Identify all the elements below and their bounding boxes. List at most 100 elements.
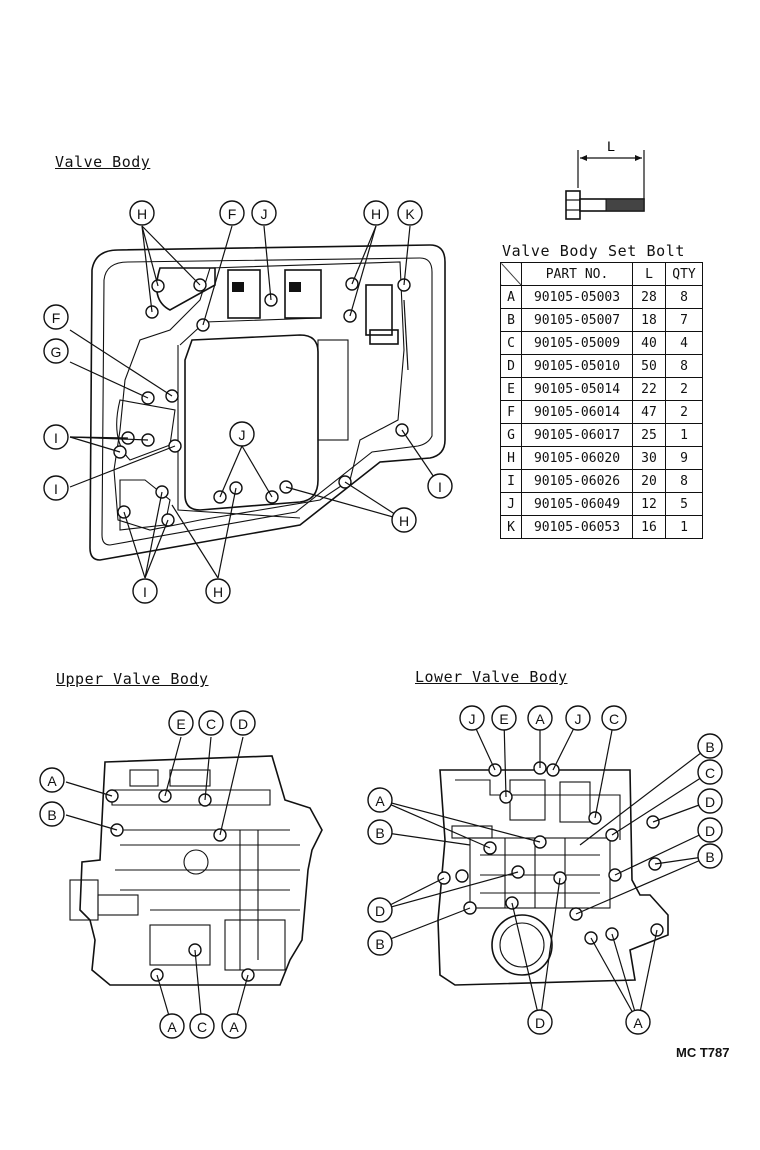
length-cell: 22: [632, 377, 666, 401]
callout-letter: A: [633, 1015, 643, 1031]
callout-a: A: [527, 705, 553, 731]
callout-circle: [527, 1009, 553, 1035]
callout-circle: [129, 200, 155, 226]
upper-valve-body-heading: Upper Valve Body: [56, 670, 209, 688]
callout-c: C: [198, 710, 224, 736]
callout-letter: A: [535, 711, 545, 727]
callout-letter: I: [438, 479, 442, 495]
callout-circle: [43, 338, 69, 364]
callout-circle: [527, 705, 553, 731]
callout-letter: E: [499, 711, 508, 727]
part-number-cell: 90105-06049: [521, 492, 633, 516]
callout-b: B: [39, 801, 65, 827]
qty-cell: 1: [665, 423, 703, 447]
callout-h: H: [129, 200, 155, 226]
callout-circle: [367, 930, 393, 956]
callout-letter: G: [51, 344, 62, 360]
callout-e: E: [168, 710, 194, 736]
callout-circle: [625, 1009, 651, 1035]
callout-circle: [459, 705, 485, 731]
callout-j: J: [251, 200, 277, 226]
callout-circle: [697, 843, 723, 869]
part-number-cell: 90105-06053: [521, 515, 633, 539]
qty-cell: 2: [665, 377, 703, 401]
callout-circle: [189, 1013, 215, 1039]
callout-circle: [230, 710, 256, 736]
callout-letter: B: [375, 825, 384, 841]
callout-letter: H: [137, 206, 147, 222]
callout-circle: [697, 817, 723, 843]
callout-d: D: [230, 710, 256, 736]
callout-d: D: [527, 1009, 553, 1035]
callout-letter: I: [143, 584, 147, 600]
callout-circle: [367, 819, 393, 845]
callout-i: I: [132, 578, 158, 604]
length-cell: 40: [632, 331, 666, 355]
callout-circle: [601, 705, 627, 731]
callout-a: A: [367, 787, 393, 813]
callout-letter: A: [375, 793, 385, 809]
callout-circle: [565, 705, 591, 731]
callout-circle: [43, 424, 69, 450]
callout-j: J: [565, 705, 591, 731]
callout-circle: [391, 507, 417, 533]
callout-c: C: [697, 759, 723, 785]
callout-circle: [205, 578, 231, 604]
callout-h: H: [363, 200, 389, 226]
callout-f: F: [219, 200, 245, 226]
qty-cell: 5: [665, 492, 703, 516]
callout-b: B: [367, 819, 393, 845]
callout-circle: [229, 421, 255, 447]
callout-letter: A: [229, 1019, 239, 1035]
bolt-dimension-icon: [565, 150, 645, 220]
callout-letter: C: [197, 1019, 207, 1035]
length-cell: 18: [632, 308, 666, 332]
table-header-corner: [500, 262, 522, 286]
callout-circle: [363, 200, 389, 226]
part-number-cell: 90105-06020: [521, 446, 633, 470]
bolt-table-title: Valve Body Set Bolt: [502, 242, 685, 260]
qty-cell: 8: [665, 469, 703, 493]
valve-body-leaders: [69, 225, 441, 579]
callout-circle: [168, 710, 194, 736]
upper-valve-body-assembly: [69, 755, 323, 986]
lower-valve-body-assembly: [437, 761, 669, 986]
callout-e: E: [491, 705, 517, 731]
bolt-length-label: L: [607, 138, 615, 154]
callout-letter: J: [239, 427, 246, 443]
callout-letter: J: [261, 206, 268, 222]
callout-circle: [491, 705, 517, 731]
callout-letter: D: [535, 1015, 545, 1031]
callout-a: A: [159, 1013, 185, 1039]
callout-letter: J: [469, 711, 476, 727]
callout-letter: H: [399, 513, 409, 529]
callout-i: I: [427, 473, 453, 499]
callout-circle: [367, 787, 393, 813]
callout-letter: A: [47, 773, 57, 789]
valve-body-heading: Valve Body: [55, 153, 151, 171]
callout-circle: [198, 710, 224, 736]
length-cell: 16: [632, 515, 666, 539]
callout-d: D: [697, 788, 723, 814]
callout-circle: [221, 1013, 247, 1039]
callout-j: J: [459, 705, 485, 731]
callout-circle: [697, 733, 723, 759]
callout-letter: J: [575, 711, 582, 727]
callout-letter: B: [705, 739, 714, 755]
callout-letter: C: [206, 716, 216, 732]
callout-circle: [159, 1013, 185, 1039]
callout-letter: A: [167, 1019, 177, 1035]
callout-letter: B: [47, 807, 56, 823]
callout-letter: E: [176, 716, 185, 732]
